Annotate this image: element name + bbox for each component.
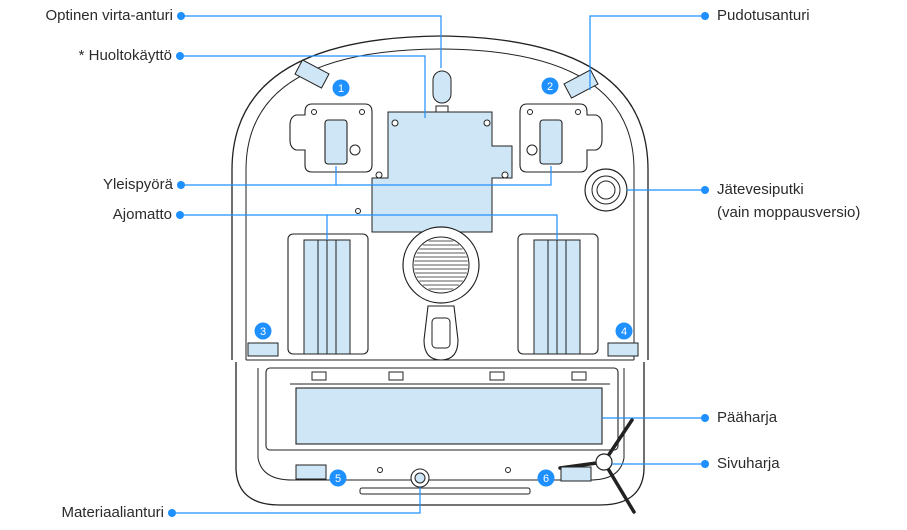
robot-front-bumper: [235, 362, 645, 506]
sensor-badge-4: 4: [615, 322, 633, 340]
leader-drive-track-right: [327, 214, 558, 240]
cliff-sensor-5-window: [295, 464, 327, 480]
plate-dot: [355, 208, 361, 214]
label-waste-pipe-line2: (vain moppausversio): [717, 204, 861, 221]
right-wheel-screw: [527, 109, 533, 115]
plate-screw: [375, 171, 383, 179]
leader-optical-sensor: [181, 15, 442, 68]
plate-screw: [501, 171, 509, 179]
sensor-badge-3: 3: [254, 322, 272, 340]
brush-clip: [311, 371, 327, 381]
sensor-badge-5-label: 5: [335, 473, 341, 485]
label-universal-wheel: Yleispyörä: [102, 176, 173, 193]
sensor-badge-2: 2: [541, 77, 559, 95]
cliff-sensor-2-window: [563, 69, 599, 99]
sensor-badge-6: 6: [537, 469, 555, 487]
cliff-sensor-3-window: [247, 342, 279, 357]
right-wheel-screw: [575, 109, 581, 115]
sensor-badge-1: 1: [332, 79, 350, 97]
sensor-badge-2-label: 2: [547, 81, 553, 93]
right-wheel-tire: [539, 119, 563, 165]
suction-channel-inner: [431, 317, 451, 349]
brush-clip: [489, 371, 505, 381]
leader-universal-wheel-right: [336, 166, 552, 186]
plate-screw: [483, 119, 491, 127]
plate-screw: [391, 119, 399, 127]
right-wheel-screw: [526, 144, 538, 156]
plate-connector: [435, 105, 449, 113]
bumper-slot: [359, 487, 531, 495]
cliff-sensor-4-window: [607, 342, 639, 357]
robot-body-outline: [231, 35, 649, 360]
brush-clip: [571, 371, 587, 381]
robot-front-bumper-inner: [257, 368, 625, 481]
label-material-sensor: Materiaalianturi: [61, 504, 164, 521]
label-side-brush: Sivuharja: [717, 455, 780, 472]
main-brush-roller: [295, 387, 603, 445]
leader-dot: [701, 12, 709, 20]
material-sensor-core: [414, 472, 426, 484]
leader-maintenance-port: [180, 55, 426, 118]
leader-dot: [176, 52, 184, 60]
sensor-badge-3-label: 3: [260, 326, 266, 338]
leader-material-sensor: [172, 487, 421, 514]
leader-dot: [701, 460, 709, 468]
label-optical-sensor: Optinen virta-anturi: [45, 7, 173, 24]
leader-dot: [176, 211, 184, 219]
robot-body-inner-outline: [245, 48, 635, 360]
optical-sensor-window: [432, 70, 452, 104]
sensor-badge-4-label: 4: [621, 326, 627, 338]
cliff-sensor-6-window: [560, 466, 592, 482]
bumper-screw: [505, 467, 511, 473]
side-brush-hub: [595, 453, 613, 471]
label-waste-pipe-line1: Jätevesiputki: [717, 181, 804, 198]
waste-pipe-inner: [596, 180, 616, 200]
sensor-badge-6-label: 6: [543, 473, 549, 485]
left-wheel-screw: [359, 109, 365, 115]
leader-cliff-sensor: [589, 15, 705, 90]
brush-clip: [388, 371, 404, 381]
leader-dot: [168, 509, 176, 517]
side-brush-bristle: [602, 460, 636, 514]
left-wheel-tire: [324, 119, 348, 165]
cliff-sensor-1-window: [294, 59, 330, 89]
maintenance-plate: [371, 111, 513, 233]
leader-dot: [701, 186, 709, 194]
label-drive-track: Ajomatto: [112, 206, 172, 223]
sensor-badge-5: 5: [329, 469, 347, 487]
leader-dot: [177, 12, 185, 20]
label-cliff-sensor: Pudotusanturi: [717, 7, 810, 24]
label-main-brush: Pääharja: [717, 409, 778, 426]
bumper-screw: [377, 467, 383, 473]
left-wheel-screw: [311, 109, 317, 115]
sensor-badge-1-label: 1: [338, 83, 344, 95]
fan-grille-mesh: [414, 240, 468, 290]
left-wheel-screw: [349, 144, 361, 156]
leader-dot: [701, 414, 709, 422]
label-maintenance-port: * Huoltokäyttö: [78, 47, 172, 64]
leader-dot: [177, 181, 185, 189]
